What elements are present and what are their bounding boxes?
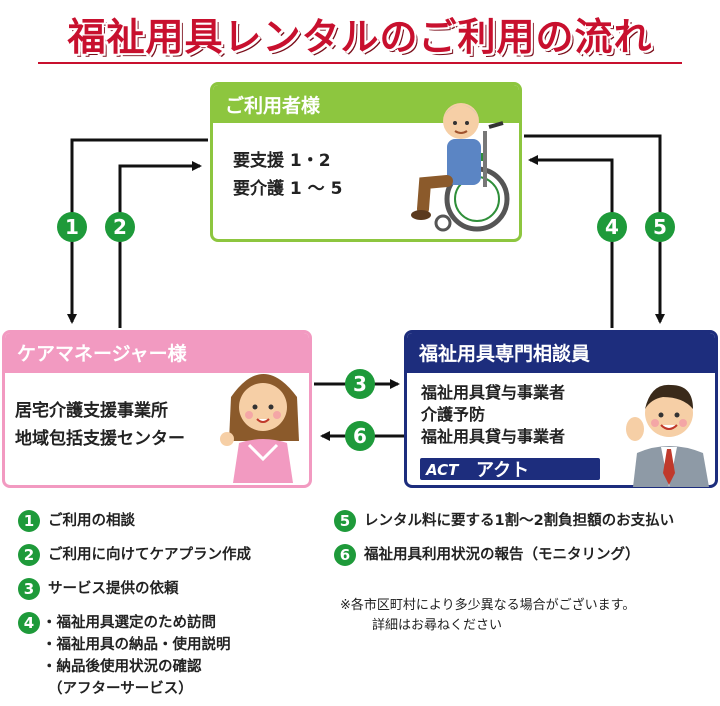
specialist-box-line-2: 介護予防 — [421, 405, 486, 424]
legend-3-badge: 3 — [18, 578, 40, 600]
legend-5-text: レンタル料に要する1割〜2割負担額のお支払い — [364, 513, 675, 529]
legend-5-badge: 5 — [334, 510, 356, 532]
legend-2-badge: 2 — [18, 544, 40, 566]
caremanager-box-line-2: 地域包括支援センター — [15, 429, 185, 449]
step-1-badge: 1 — [57, 212, 87, 242]
specialist-illustration — [626, 384, 709, 487]
legend-1-text: ご利用の相談 — [48, 513, 135, 529]
legend-4-badge: 4 — [18, 612, 40, 634]
note-line-2: 詳細はお尋ねください — [372, 618, 503, 633]
caremanager-illustration — [220, 374, 299, 483]
caremanager-box: ケアマネージャー様 居宅介護支援事業所 地域包括支援センター — [2, 330, 312, 488]
caremanager-box-heading: ケアマネージャー様 — [5, 333, 309, 373]
specialist-box-line-3: 福祉用具貸与事業者 — [421, 427, 566, 446]
step-4-badge: 4 — [597, 212, 627, 242]
legend-1-badge: 1 — [18, 510, 40, 532]
legend-6-text: 福祉用具利用状況の報告（モニタリング） — [364, 547, 640, 563]
user-box: ご利用者様 要支援 1・2 要介護 1 〜 5 — [210, 82, 522, 242]
legend-4-line-4: （アフターサービス） — [48, 681, 193, 697]
user-box-line-1: 要支援 1・2 — [233, 151, 331, 171]
step-6-badge: 6 — [345, 421, 375, 451]
specialist-box-heading: 福祉用具専門相談員 — [407, 333, 715, 373]
arrow-5 — [524, 134, 665, 324]
page-title: 福祉用具レンタルのご利用の流れ — [67, 15, 653, 59]
arrow-2 — [118, 161, 202, 328]
legend-6-badge: 6 — [334, 544, 356, 566]
step-3-badge: 3 — [345, 369, 375, 399]
caremanager-box-line-1: 居宅介護支援事業所 — [15, 401, 168, 421]
svg-text:ACT: ACT — [425, 461, 460, 479]
svg-text:アクト: アクト — [476, 460, 529, 481]
arrow-4 — [528, 155, 614, 328]
step-2-badge: 2 — [105, 212, 135, 242]
legend-3-text: サービス提供の依頼 — [48, 581, 179, 597]
legend-4-line-3: ・納品後使用状況の確認 — [42, 659, 202, 675]
arrow-1 — [67, 138, 208, 324]
title-underline — [38, 62, 682, 64]
wheelchair-user-illustration — [411, 103, 510, 232]
legend-2-text: ご利用に向けてケアプラン作成 — [48, 547, 251, 563]
note-line-1: ※各市区町村により多少異なる場合がございます。 — [340, 598, 636, 613]
step-5-badge: 5 — [645, 212, 675, 242]
act-logo: ACT アクト — [420, 458, 600, 481]
specialist-box-line-1: 福祉用具貸与事業者 — [421, 383, 566, 402]
legend-4-line-2: ・福祉用具の納品・使用説明 — [42, 637, 231, 653]
legend-4-line-1: ・福祉用具選定のため訪問 — [42, 615, 216, 631]
user-box-line-2: 要介護 1 〜 5 — [233, 179, 343, 199]
